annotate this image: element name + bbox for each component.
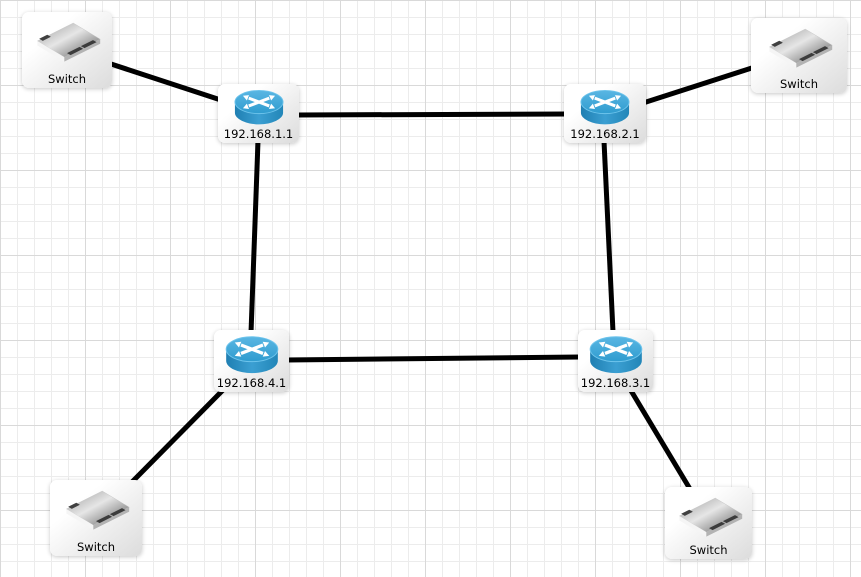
node-switch-bottom-right[interactable]: Switch	[665, 487, 752, 559]
node-router-4[interactable]: 192.168.4.1	[214, 330, 289, 392]
link-r2-swtr[interactable]	[642, 63, 759, 106]
node-switch-top-left[interactable]: Switch	[22, 12, 112, 88]
link-r2-r3[interactable]	[601, 140, 616, 333]
link-swtl-r1[interactable]	[107, 60, 237, 108]
link-r4-r3[interactable]	[286, 354, 581, 363]
node-label: 192.168.1.1	[223, 127, 294, 141]
node-router-3[interactable]: 192.168.3.1	[578, 330, 653, 392]
switch-icon	[65, 490, 130, 530]
node-label: 192.168.3.1	[580, 376, 651, 390]
node-label: 192.168.4.1	[216, 376, 287, 390]
node-label: Switch	[47, 72, 87, 86]
node-router-2[interactable]: 192.168.2.1	[564, 84, 646, 143]
router-icon	[580, 90, 630, 125]
link-r3-swbr[interactable]	[627, 387, 693, 491]
node-label: Switch	[689, 543, 728, 557]
node-router-1[interactable]: 192.168.1.1	[218, 84, 299, 143]
node-label: Switch	[779, 77, 819, 91]
link-r1-r2[interactable]	[296, 111, 568, 118]
node-label: Switch	[76, 540, 116, 554]
router-icon	[225, 336, 278, 374]
switch-icon	[678, 497, 743, 537]
node-switch-bottom-left[interactable]: Switch	[50, 480, 142, 556]
link-r1-r4[interactable]	[248, 140, 261, 334]
link-r4-swbl[interactable]	[130, 388, 225, 484]
router-icon	[233, 90, 284, 125]
node-label: 192.168.2.1	[570, 127, 640, 141]
node-switch-top-right[interactable]: Switch	[751, 18, 847, 93]
router-icon	[589, 336, 642, 374]
switch-icon	[36, 22, 101, 62]
switch-icon	[768, 28, 833, 68]
